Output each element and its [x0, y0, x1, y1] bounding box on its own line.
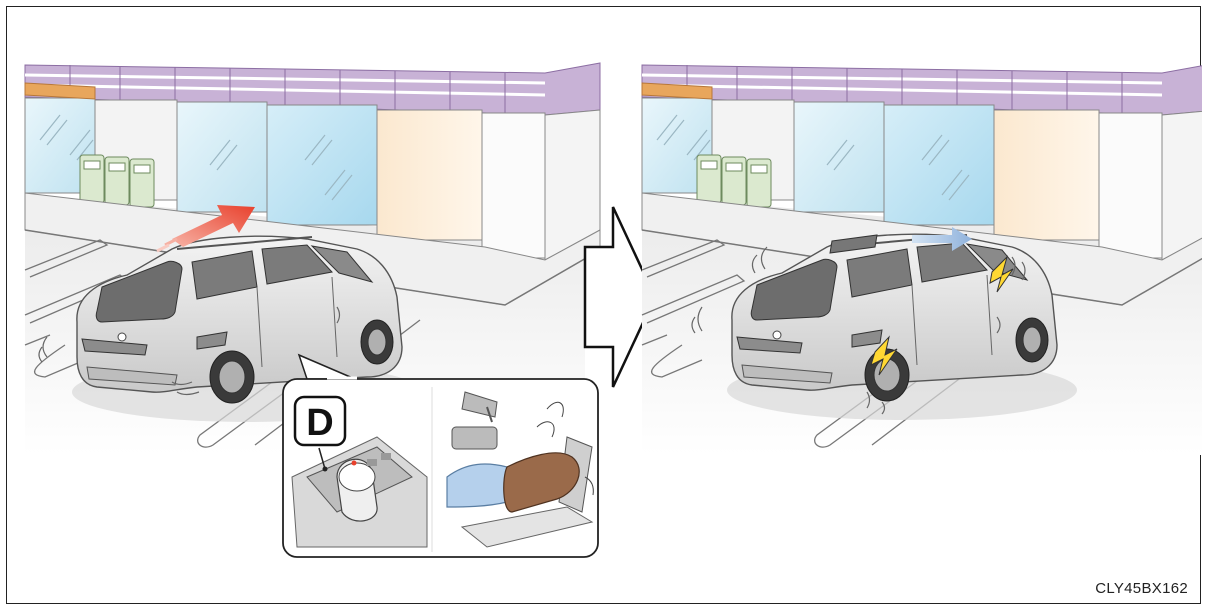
blue-arrow-icon [912, 227, 972, 251]
figure-code: CLY45BX162 [1095, 580, 1188, 597]
illustration: D [23, 61, 1202, 558]
gear-label: D [306, 402, 333, 444]
motion-lines-left [38, 306, 341, 396]
gear-d-icon: D [293, 395, 347, 447]
inset-callout: D [282, 353, 599, 558]
red-arrow-icon [156, 205, 255, 253]
right-scene [640, 61, 1202, 457]
gear-shifter [291, 436, 428, 548]
outline-right-arrow-icon [583, 206, 657, 388]
foot-pedal [446, 391, 594, 548]
figure-frame: D [6, 6, 1202, 604]
motion-lines-right [691, 246, 1026, 415]
left-scene: D [23, 61, 602, 558]
lightning-icon [870, 255, 1014, 376]
